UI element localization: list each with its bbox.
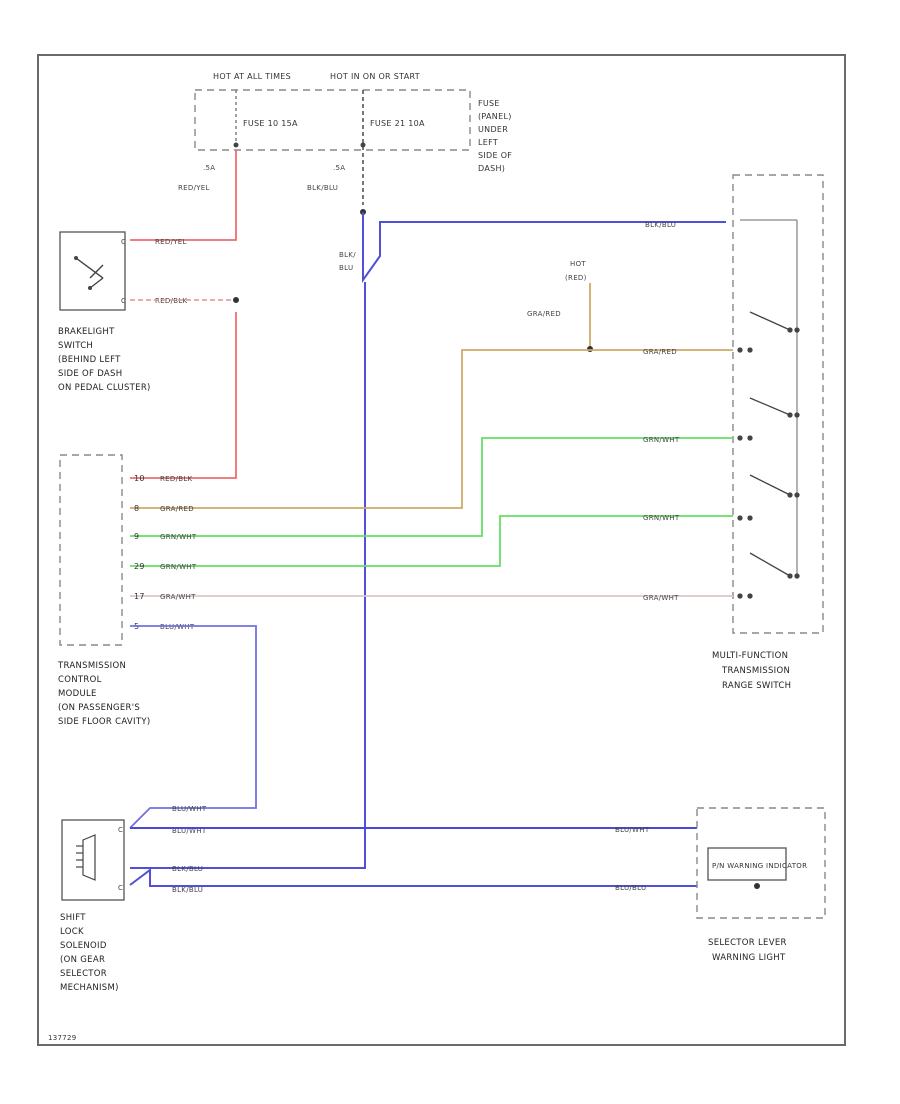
tcm-box	[59, 454, 123, 646]
svg-text:SIDE OF: SIDE OF	[478, 151, 512, 160]
svg-text:(ON GEAR: (ON GEAR	[60, 955, 105, 965]
ind-wire-1: BLU/WHT	[615, 826, 650, 834]
svg-text:SOLENOID: SOLENOID	[60, 941, 107, 951]
mf-switch-box	[732, 174, 824, 634]
wire-label-hot: HOT	[570, 260, 586, 268]
wire-label-fuse-a-gauge: .5A	[203, 164, 215, 172]
mf-switch-label: MULTI-FUNCTION TRANSMISSION RANGE SWITCH	[712, 651, 791, 691]
svg-text:FUSE: FUSE	[478, 99, 500, 108]
svg-text:9: 9	[134, 532, 139, 541]
svg-text:C: C	[121, 238, 126, 246]
svg-text:29: 29	[134, 562, 145, 571]
wire-blk-blu-indicator	[129, 868, 697, 887]
wire-label-gra-wht-right: GRA/WHT	[643, 594, 679, 602]
tcm-label: TRANSMISSION CONTROL MODULE (ON PASSENGE…	[57, 661, 150, 727]
tcm-wire-5: GRA/WHT	[160, 593, 196, 601]
tcm-wire-3: GRN/WHT	[160, 533, 197, 541]
ind-wire-2: BLU/BLU	[615, 884, 646, 892]
wire-red-yel	[130, 150, 237, 241]
svg-text:C: C	[121, 297, 126, 305]
svg-text:CONTROL: CONTROL	[58, 675, 102, 685]
wire-label-brake-top: RED/YEL	[155, 238, 187, 246]
sl-wire-2: BLU/WHT	[172, 827, 207, 835]
svg-text:MULTI-FUNCTION: MULTI-FUNCTION	[712, 651, 788, 661]
wire-label-grn-right-2: GRN/WHT	[643, 514, 680, 522]
sl-wire-1: BLU/WHT	[172, 805, 207, 813]
selector-light-label: SELECTOR LEVER WARNING LIGHT	[708, 938, 787, 963]
wire-red-blk	[130, 312, 237, 479]
svg-text:SIDE FLOOR CAVITY): SIDE FLOOR CAVITY)	[58, 717, 150, 727]
svg-text:SELECTOR LEVER: SELECTOR LEVER	[708, 938, 787, 948]
wire-label-blk-blu-2: BLU	[339, 264, 353, 272]
svg-text:10: 10	[134, 474, 145, 483]
svg-text:(PANEL): (PANEL)	[478, 112, 512, 121]
wire-gra-red	[130, 349, 733, 509]
svg-text:8: 8	[134, 504, 139, 513]
svg-text:MODULE: MODULE	[58, 689, 97, 699]
svg-text:C: C	[118, 826, 123, 834]
wire-label-fuse-a-color: RED/YEL	[178, 184, 210, 192]
svg-text:(ON PASSENGER'S: (ON PASSENGER'S	[58, 703, 140, 713]
svg-text:TRANSMISSION: TRANSMISSION	[721, 666, 790, 676]
svg-text:UNDER: UNDER	[478, 125, 508, 134]
svg-text:LOCK: LOCK	[60, 927, 84, 937]
brake-switch-box	[59, 231, 126, 311]
svg-text:MECHANISM): MECHANISM)	[60, 983, 119, 993]
svg-text:SELECTOR: SELECTOR	[60, 969, 107, 979]
shift-lock-label: SHIFT LOCK SOLENOID (ON GEAR SELECTOR ME…	[60, 913, 119, 993]
svg-text:WARNING LIGHT: WARNING LIGHT	[712, 953, 786, 963]
svg-text:BRAKELIGHT: BRAKELIGHT	[58, 327, 115, 337]
wire-label-gra-red-right: GRA/RED	[643, 348, 677, 356]
footer-code: 137729	[48, 1034, 77, 1042]
wire-blk-blu-main	[362, 212, 726, 284]
selector-light-box	[696, 807, 826, 919]
svg-text:ON PEDAL CLUSTER): ON PEDAL CLUSTER)	[58, 383, 151, 393]
fuse-panel-location: FUSE (PANEL) UNDER LEFT SIDE OF DASH)	[478, 99, 512, 173]
wire-label-fuse-b-color: BLK/BLU	[307, 184, 338, 192]
wire-grn-wht-2	[130, 515, 733, 567]
tcm-wire-1: RED/BLK	[160, 475, 193, 483]
svg-text:TRANSMISSION: TRANSMISSION	[57, 661, 126, 671]
svg-text:LEFT: LEFT	[478, 138, 498, 147]
fuse-panel-box	[194, 89, 471, 151]
wire-label-grn-right: GRN/WHT	[643, 436, 680, 444]
wire-grn-wht-1	[130, 437, 733, 537]
fuse-b-label: FUSE 21 10A	[370, 119, 425, 128]
svg-text:17: 17	[134, 592, 145, 601]
wire-label-mf-top: BLK/BLU	[645, 221, 676, 229]
pn-indicator	[707, 847, 787, 881]
sl-wire-4: BLK/BLU	[172, 886, 203, 894]
svg-text:SHIFT: SHIFT	[60, 913, 86, 923]
shift-lock-box	[61, 819, 125, 901]
pn-indicator-label: P/N WARNING INDICATOR	[712, 862, 807, 870]
svg-text:SWITCH: SWITCH	[58, 341, 93, 351]
wire-label-gra-red: GRA/RED	[527, 310, 561, 318]
sl-wire-3: BLK/BLU	[172, 865, 203, 873]
svg-text:RANGE SWITCH: RANGE SWITCH	[722, 681, 791, 691]
wire-label-hot-red: (RED)	[565, 274, 587, 282]
tcm-wire-4: GRN/WHT	[160, 563, 197, 571]
diagram-frame	[37, 54, 846, 1046]
wire-label-blk-blu-1: BLK/	[339, 251, 356, 259]
svg-text:SIDE OF DASH: SIDE OF DASH	[58, 369, 122, 379]
wire-label-fuse-b-gauge: .5A	[333, 164, 345, 172]
svg-text:DASH): DASH)	[478, 164, 505, 173]
wire-label-brake-bottom: RED/BLK	[155, 297, 188, 305]
hot-at-all-times-label: HOT AT ALL TIMES	[213, 72, 291, 81]
fuse-a-label: FUSE 10 15A	[243, 119, 298, 128]
wire-blu-wht-tcm	[129, 625, 257, 829]
tcm-wire-2: GRA/RED	[160, 505, 194, 513]
tcm-wire-6: BLU/WHT	[160, 623, 195, 631]
svg-text:(BEHIND LEFT: (BEHIND LEFT	[58, 355, 121, 365]
hot-in-on-label: HOT IN ON OR START	[330, 72, 420, 81]
brake-switch-label: BRAKELIGHT SWITCH (BEHIND LEFT SIDE OF D…	[58, 327, 151, 393]
svg-text:C: C	[118, 884, 123, 892]
